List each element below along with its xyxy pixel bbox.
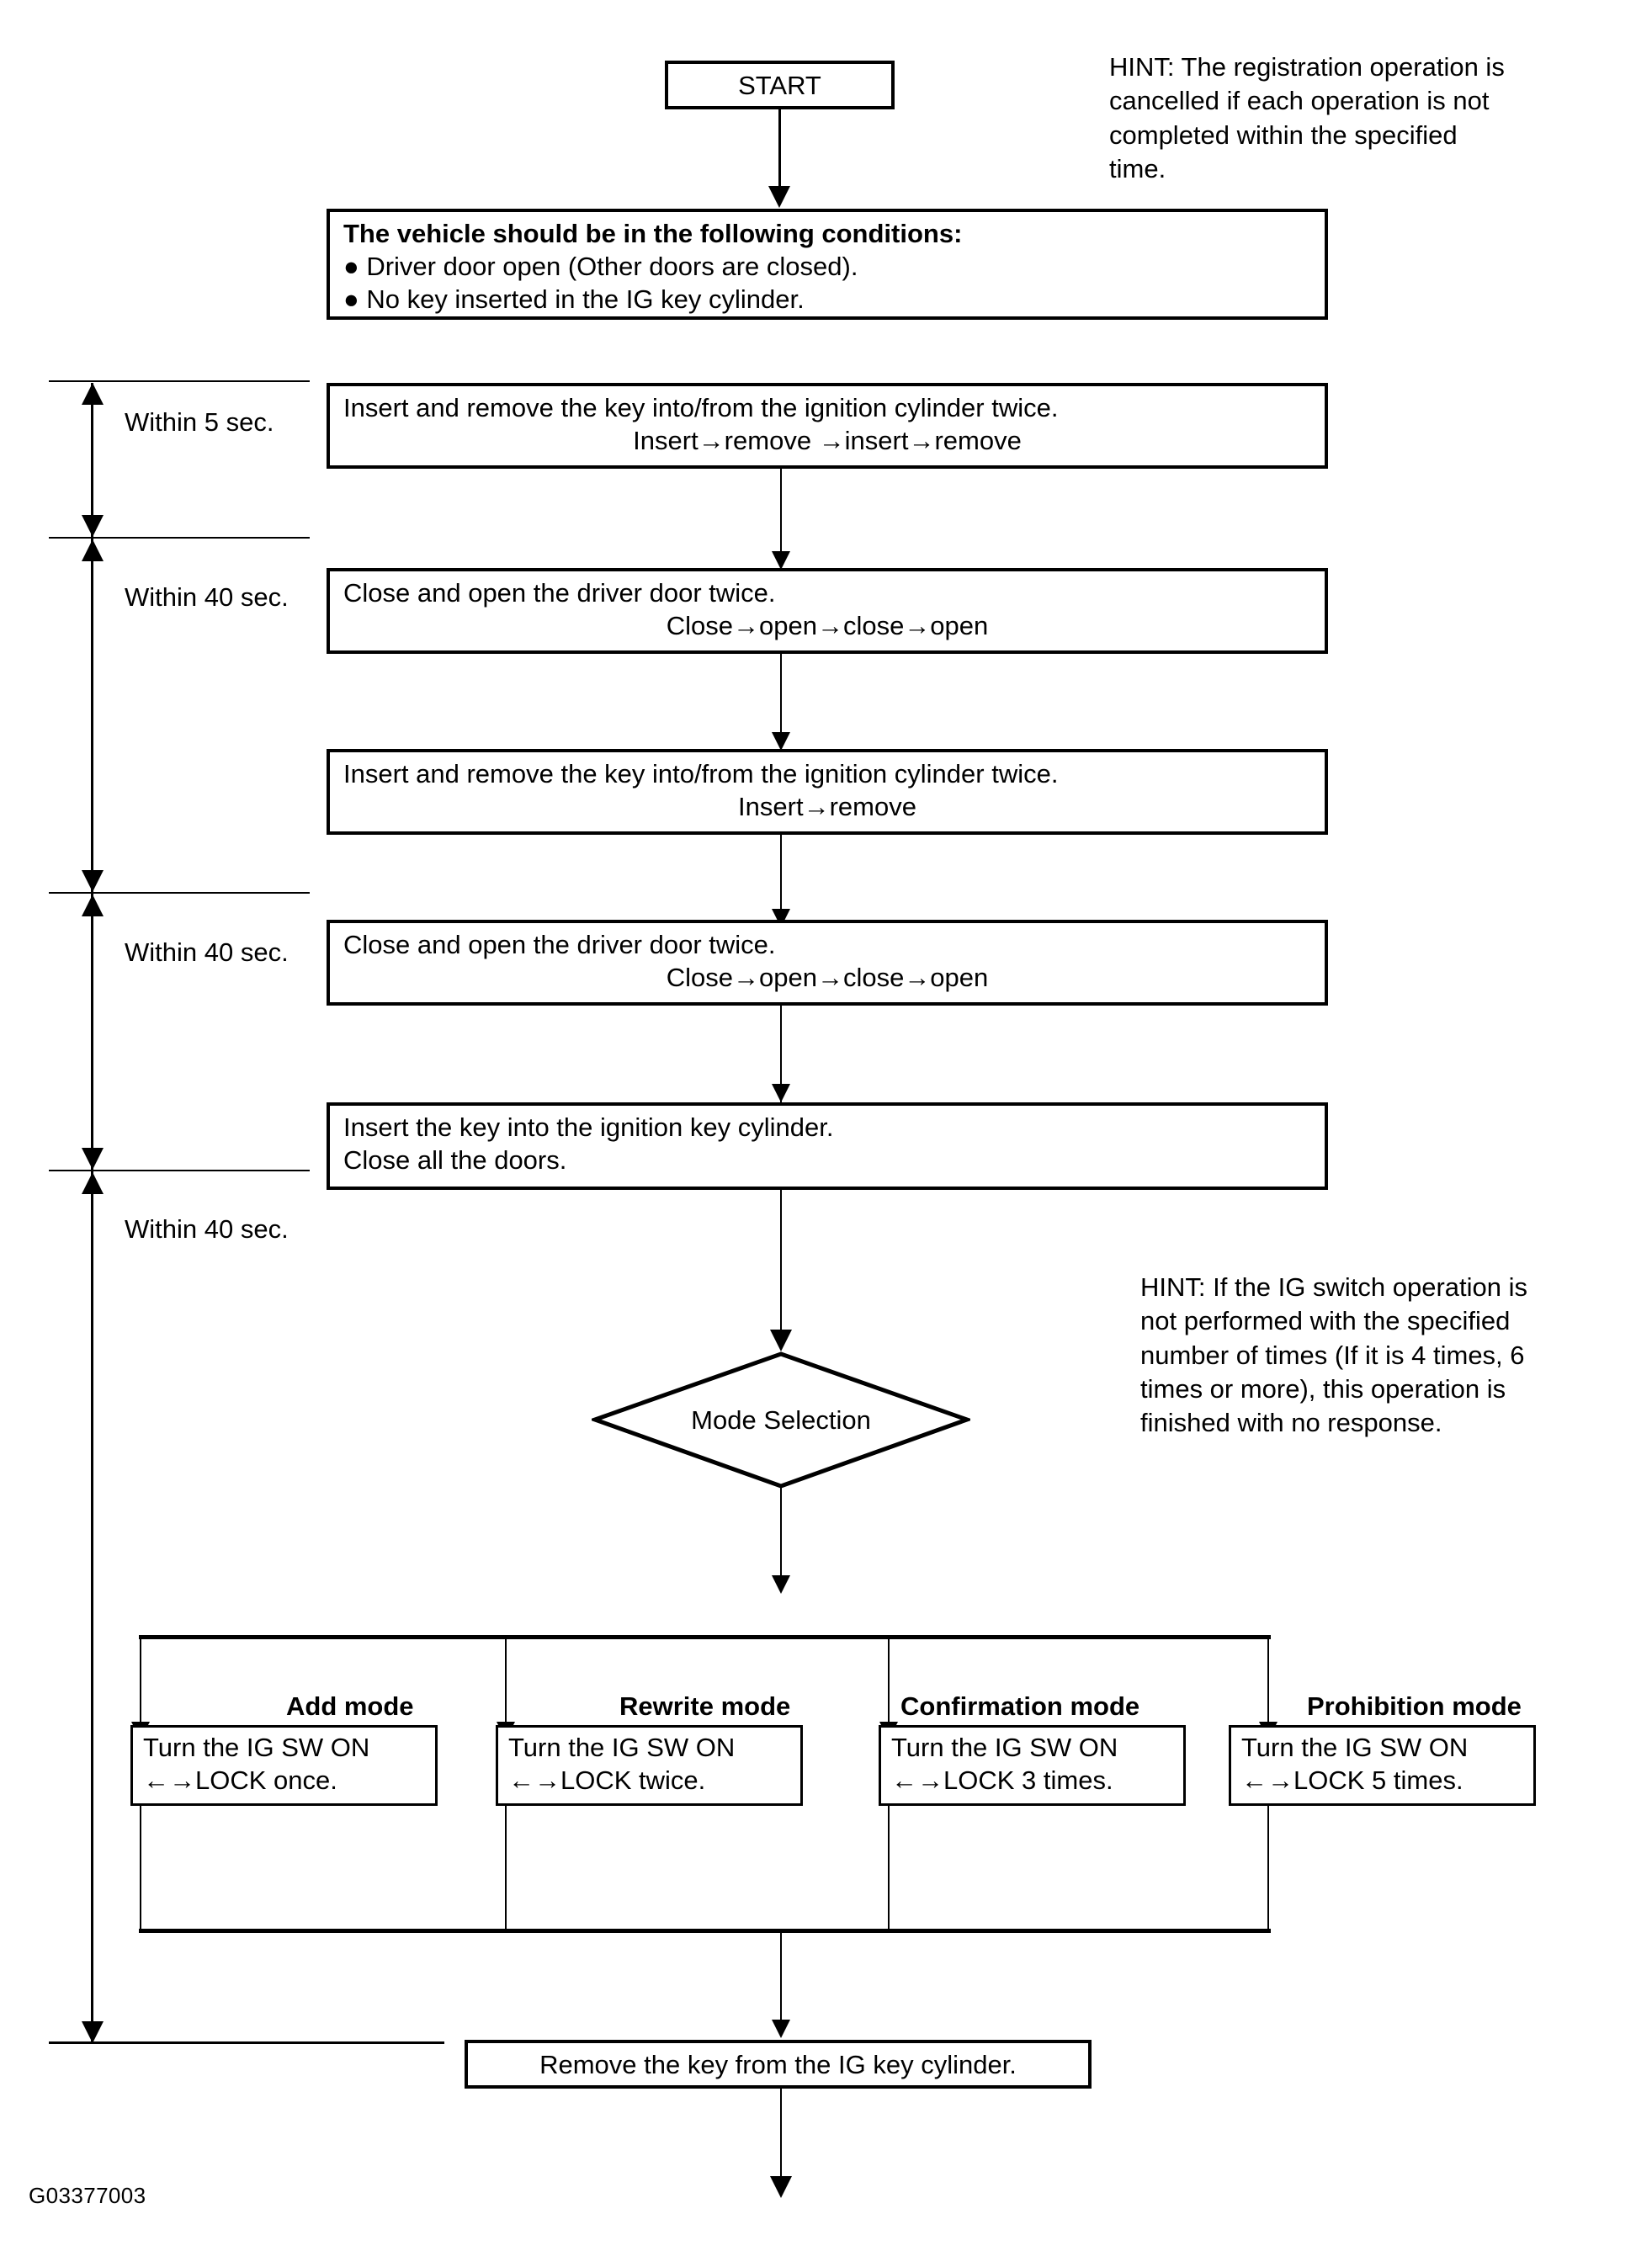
hint-registration-timeout: HINT: The registration operation is canc… [1109, 50, 1614, 186]
timing-tick-2 [49, 537, 310, 539]
hint-line: times or more), this operation is [1140, 1373, 1506, 1404]
connector-merge-to-final [780, 1929, 782, 2025]
hint-line: HINT: The registration operation is [1109, 52, 1505, 82]
conditions-node: The vehicle should be in the following c… [327, 209, 1328, 320]
connector-step4-to-step5 [780, 1006, 782, 1115]
branch-bar-top [139, 1635, 1271, 1639]
mode-line-1: Turn the IG SW ON [891, 1733, 1118, 1762]
conditions-bullet: ● Driver door open (Other doors are clos… [343, 252, 858, 282]
step-line-2: Close→open→close→open [666, 963, 989, 993]
step-line-2: Close→open→close→open [666, 611, 989, 641]
figure-code: G03377003 [29, 2183, 146, 2208]
mode-line-2: ←→LOCK once. [143, 1765, 337, 1796]
mode-line-2: ←→LOCK 5 times. [1241, 1765, 1463, 1796]
timer-40sec-1-label: Within 40 sec. [125, 582, 289, 612]
hint-line: completed within the specified [1109, 119, 1458, 150]
branch-drop-prohibition [1267, 1635, 1269, 1728]
step-line-2: Close all the doors. [343, 1145, 567, 1176]
arrowhead-step1-to-step2 [772, 551, 790, 570]
mode-line-1: Turn the IG SW ON [143, 1733, 370, 1762]
mode-confirmation-title: Confirmation mode [900, 1691, 1140, 1721]
step-line-1: Insert and remove the key into/from the … [343, 393, 1059, 422]
final-label: Remove the key from the IG key cylinder. [539, 2050, 1017, 2079]
mode-line-2: ←→LOCK 3 times. [891, 1765, 1113, 1796]
connector-final-exit [780, 2089, 782, 2181]
step-line-1: Close and open the driver door twice. [343, 930, 776, 959]
arrowhead-final-exit [770, 2176, 792, 2198]
step-close-open-door-2: Close and open the driver door twice. Cl… [327, 920, 1328, 1006]
branch-drop-confirmation [888, 1635, 890, 1728]
arrowhead-step4-to-step5 [772, 1084, 790, 1102]
branch-drop-rewrite [505, 1635, 507, 1728]
conditions-heading: The vehicle should be in the following c… [343, 219, 963, 248]
merge-drop-prohibition [1267, 1806, 1269, 1932]
arrowhead-step2-to-step3 [772, 732, 790, 751]
diamond-shape [592, 1351, 970, 1489]
timer-40sec-3-label: Within 40 sec. [125, 1214, 289, 1244]
mode-prohibition: Turn the IG SW ON ←→LOCK 5 times. [1229, 1725, 1536, 1806]
timing-bracket-spine [91, 383, 93, 1233]
hint-line: time. [1109, 153, 1166, 183]
connector-start-to-conditions [778, 109, 781, 189]
timing-tick-3 [49, 892, 310, 894]
arrowhead-decision-to-branch [772, 1575, 790, 1594]
mode-line-2: ←→LOCK twice. [508, 1765, 706, 1796]
timing-tick-4 [49, 1170, 310, 1171]
hint-line: HINT: If the IG switch operation is [1140, 1272, 1528, 1302]
timing-tick-1 [49, 380, 310, 382]
hint-line: number of times (If it is 4 times, 6 [1140, 1340, 1525, 1370]
step-insert-remove-twice-2: Insert and remove the key into/from the … [327, 749, 1328, 835]
timing-arrowhead-down-2 [82, 870, 104, 892]
merge-drop-rewrite [505, 1806, 507, 1932]
timing-bracket-top-arrowhead [82, 383, 104, 405]
connector-step3-to-step4 [780, 835, 782, 915]
connector-decision-to-branch [780, 1488, 782, 1580]
timer-40sec-2-label: Within 40 sec. [125, 937, 289, 967]
step-close-open-door-1: Close and open the driver door twice. Cl… [327, 568, 1328, 654]
timing-arrowhead-down-3 [82, 1148, 104, 1170]
step-line-1: Close and open the driver door twice. [343, 578, 776, 608]
mode-line-1: Turn the IG SW ON [508, 1733, 736, 1762]
step-line-2: Insert→remove [738, 792, 916, 822]
arrowhead-start-to-conditions [768, 186, 790, 208]
mode-confirmation: Turn the IG SW ON ←→LOCK 3 times. [879, 1725, 1186, 1806]
step-line-1: Insert and remove the key into/from the … [343, 759, 1059, 788]
timing-tick-5 [49, 2041, 444, 2044]
timer-5sec-label: Within 5 sec. [125, 407, 274, 437]
timing-arrowhead-up-1 [82, 539, 104, 561]
merge-bar-bottom [139, 1929, 1271, 1933]
hint-line: not performed with the specified [1140, 1306, 1511, 1336]
timing-bracket-spine-lower [91, 1172, 93, 2043]
start-label: START [738, 71, 821, 100]
connector-step5-to-decision [780, 1190, 782, 1335]
decision-mode-selection: Mode Selection [592, 1351, 970, 1489]
hint-ig-switch-count: HINT: If the IG switch operation is not … [1140, 1271, 1628, 1440]
step-insert-key-close-doors: Insert the key into the ignition key cyl… [327, 1102, 1328, 1190]
timing-arrowhead-down-1 [82, 515, 104, 537]
mode-prohibition-title: Prohibition mode [1307, 1691, 1522, 1721]
mode-add: Turn the IG SW ON ←→LOCK once. [130, 1725, 438, 1806]
merge-drop-confirmation [888, 1806, 890, 1932]
step-line-1: Insert the key into the ignition key cyl… [343, 1112, 834, 1142]
conditions-bullet: ● No key inserted in the IG key cylinder… [343, 284, 805, 315]
hint-line: cancelled if each operation is not [1109, 86, 1490, 116]
mode-rewrite-title: Rewrite mode [619, 1691, 791, 1721]
step-insert-remove-twice-1: Insert and remove the key into/from the … [327, 383, 1328, 469]
mode-line-1: Turn the IG SW ON [1241, 1733, 1469, 1762]
merge-drop-add [140, 1806, 141, 1932]
arrowhead-step5-to-decision [770, 1330, 792, 1351]
hint-line: finished with no response. [1140, 1408, 1442, 1438]
final-remove-key-node: Remove the key from the IG key cylinder. [465, 2040, 1092, 2089]
decision-label: Mode Selection [691, 1404, 871, 1435]
branch-drop-add [140, 1635, 141, 1728]
connector-step2-to-step3 [780, 654, 782, 738]
mode-add-title: Add mode [286, 1691, 414, 1721]
step-line-2: Insert→remove →insert→remove [633, 426, 1022, 456]
timing-arrowhead-up-2 [82, 895, 104, 916]
timing-bracket-bottom-arrowhead [82, 2021, 104, 2043]
mode-rewrite: Turn the IG SW ON ←→LOCK twice. [496, 1725, 803, 1806]
connector-step1-to-step2 [780, 469, 782, 557]
arrowhead-merge-to-final [772, 2020, 790, 2038]
start-node: START [665, 61, 895, 109]
